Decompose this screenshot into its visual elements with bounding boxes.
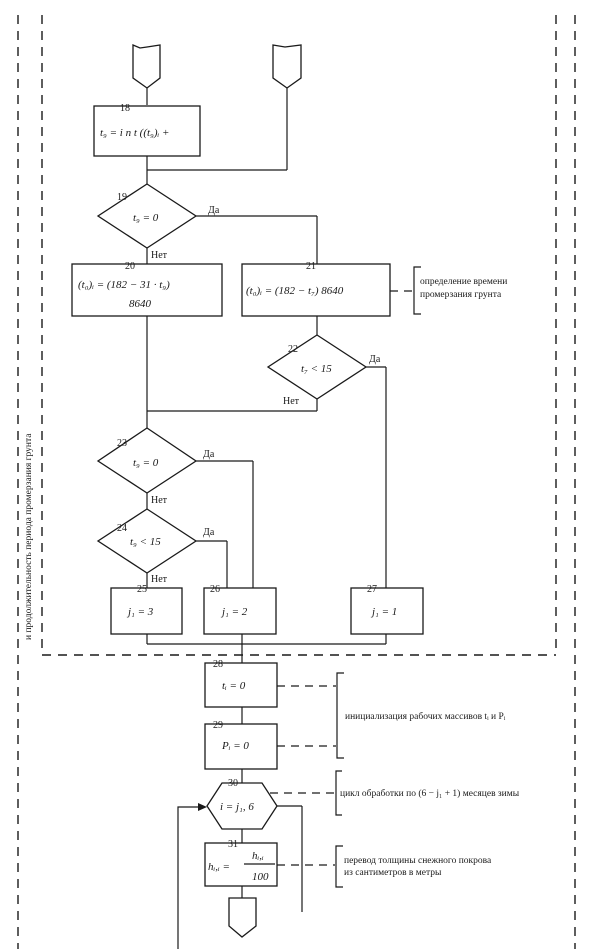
- yes-label: Да: [208, 205, 220, 216]
- block-25: 25 j₁ = 3: [110, 584, 183, 635]
- block-number: 26: [210, 584, 220, 595]
- block-text: t₉ = 0: [133, 212, 159, 224]
- block-number: 18: [120, 103, 130, 114]
- block-number: 20: [125, 261, 135, 272]
- block-number: 21: [306, 261, 316, 272]
- offpage-connector-left: [132, 44, 161, 89]
- block-20: 20 (t₀)ᵢ = (182 − 31 · t₉) 8640: [71, 261, 223, 317]
- block-26: 26 j₁ = 2: [203, 584, 277, 635]
- block-text: j₁ = 1: [370, 606, 397, 618]
- yes-label: Да: [203, 449, 215, 460]
- annotation-text: из сантиметров в метры: [344, 868, 442, 878]
- decision-22: 22 t₇ < 15 Да Нет: [266, 334, 381, 407]
- annotation-text: перевод толщины снежного покрова: [344, 856, 492, 866]
- annotation-text: инициализация рабочих массивов tᵢ и Pᵢ: [345, 711, 506, 722]
- block-27: 27 j₁ = 1: [350, 584, 424, 635]
- outer-dashed-frame: [17, 15, 576, 949]
- block-number: 27: [367, 584, 377, 595]
- block-number: 22: [288, 344, 298, 355]
- inner-dashed-frame: [41, 15, 557, 656]
- annotation-31: перевод толщины снежного покрова из сант…: [277, 845, 492, 888]
- block-18: 18 t₉ = i n t ((t₉)ᵢ +: [93, 103, 201, 157]
- annotation-30: цикл обработки по (6 − j₁ + 1) месяцев з…: [270, 770, 520, 816]
- block-text: (t₀)ᵢ = (182 − 31 · t₉): [78, 279, 170, 291]
- block-text: j₁ = 2: [220, 606, 248, 618]
- block-number: 31: [228, 839, 238, 850]
- block-number: 28: [213, 659, 223, 670]
- side-label: и продолжительность периода промерзания …: [24, 433, 34, 640]
- block-number: 30: [228, 778, 238, 789]
- no-label: Нет: [151, 250, 168, 261]
- annotation-text: промерзания грунта: [420, 290, 502, 300]
- annotation-28-29: инициализация рабочих массивов tᵢ и Pᵢ: [277, 672, 506, 759]
- offpage-connector-bottom: [228, 897, 257, 938]
- loop-back-line: [177, 806, 203, 949]
- block-number: 19: [117, 192, 127, 203]
- block-31: 31 hᵢ,ᵢ = hᵢ,ᵢ 100: [204, 839, 278, 887]
- block-text: t₉ = 0: [133, 457, 159, 469]
- block-number: 25: [137, 584, 147, 595]
- block-number: 29: [213, 720, 223, 731]
- annotation-21: определение времени промерзания грунта: [390, 266, 507, 315]
- block-text: j₁ = 3: [126, 606, 154, 618]
- offpage-connector-right: [272, 44, 302, 89]
- arrow-head-icon: [198, 803, 207, 811]
- block-text: Pᵢ = 0: [221, 740, 249, 752]
- block-number: 23: [117, 438, 127, 449]
- block-text: t₇ < 15: [301, 363, 332, 375]
- block-text: t₉ < 15: [130, 536, 161, 548]
- fraction-denominator: 100: [252, 871, 269, 883]
- block-text: hᵢ,ᵢ =: [208, 861, 230, 873]
- yes-label: Да: [369, 354, 381, 365]
- annotation-text: определение времени: [420, 277, 507, 287]
- no-label: Нет: [151, 574, 168, 585]
- block-text: i = j₁, 6: [220, 801, 254, 813]
- decision-19: 19 t₉ = 0 Да Нет: [96, 183, 220, 261]
- decision-24: 24 t₉ < 15 Да Нет: [96, 508, 215, 585]
- no-label: Нет: [283, 396, 300, 407]
- block-28: 28 tᵢ = 0: [204, 659, 278, 708]
- annotation-text: цикл обработки по (6 − j₁ + 1) месяцев з…: [340, 788, 520, 799]
- block-text: t₉ = i n t ((t₉)ᵢ +: [100, 127, 169, 139]
- block-number: 24: [117, 523, 127, 534]
- fraction-numerator: hᵢ,ᵢ: [252, 850, 264, 862]
- block-text: tᵢ = 0: [222, 680, 246, 692]
- no-label: Нет: [151, 495, 168, 506]
- block-text-2: 8640: [129, 298, 152, 310]
- decision-23: 23 t₉ = 0 Да Нет: [96, 427, 215, 506]
- block-text: (t₀)ᵢ = (182 − t₇) 8640: [246, 285, 344, 297]
- yes-label: Да: [203, 527, 215, 538]
- block-29: 29 Pᵢ = 0: [204, 720, 278, 770]
- block-21: 21 (t₀)ᵢ = (182 − t₇) 8640: [241, 261, 391, 317]
- loop-30: 30 i = j₁, 6: [206, 778, 278, 830]
